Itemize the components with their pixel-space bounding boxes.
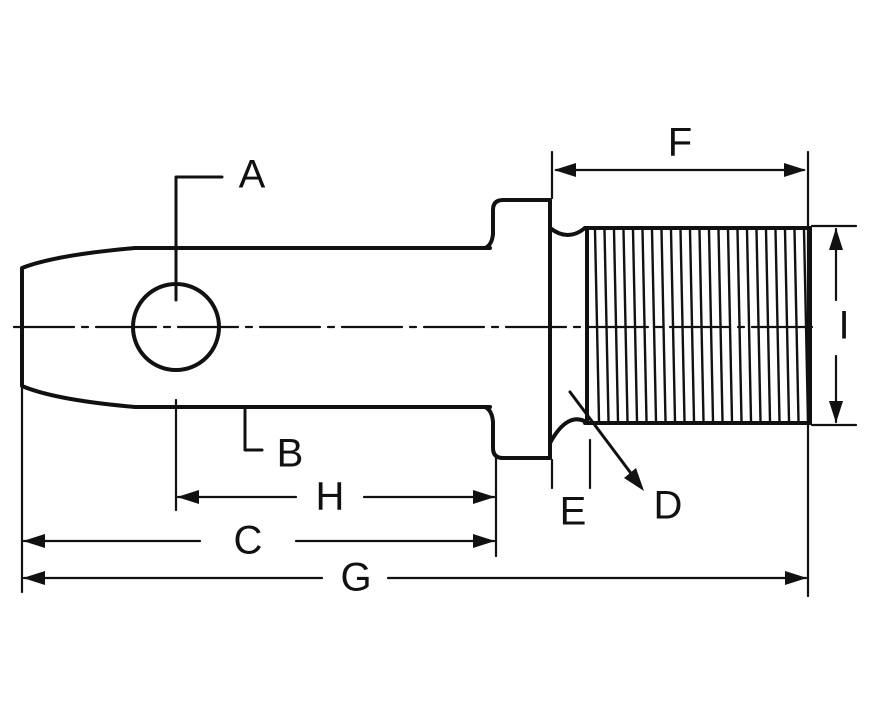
thread-line xyxy=(650,229,658,422)
dimension-g xyxy=(22,571,808,585)
label-f: F xyxy=(668,121,692,165)
relief-groove-bottom xyxy=(548,417,590,445)
thread-line xyxy=(612,229,620,422)
leader-a xyxy=(174,175,224,302)
label-g: G xyxy=(340,556,371,600)
dimension-h xyxy=(176,490,496,504)
extension-lines xyxy=(20,150,858,598)
thread-line xyxy=(783,229,791,422)
thread-lines xyxy=(593,229,810,422)
label-d: D xyxy=(654,484,683,528)
pin-body xyxy=(20,198,812,460)
thread-line xyxy=(764,229,772,422)
shank-outline xyxy=(20,246,492,409)
thread-line xyxy=(622,229,629,422)
thread-line xyxy=(717,229,724,422)
label-b: B xyxy=(277,432,304,476)
thread-line xyxy=(755,229,762,422)
relief-groove-top xyxy=(548,226,587,237)
collar-fillet-top xyxy=(483,232,495,250)
thread-line xyxy=(603,229,610,422)
leader-d xyxy=(568,390,644,491)
thread-line xyxy=(726,229,734,422)
thread-line xyxy=(669,229,677,422)
collar xyxy=(491,198,552,460)
thread-line xyxy=(641,229,648,422)
thread-line xyxy=(660,229,667,422)
dimension-i xyxy=(829,227,843,424)
label-i: I xyxy=(838,304,849,348)
thread-line xyxy=(688,229,696,422)
label-h: H xyxy=(316,475,345,519)
thread-line xyxy=(698,229,705,422)
thread-line xyxy=(736,229,743,422)
thread-line xyxy=(631,229,639,422)
label-c: C xyxy=(234,519,263,563)
dimension-c xyxy=(22,534,496,548)
thread-line xyxy=(707,229,715,422)
collar-fillet-bottom xyxy=(483,405,495,424)
thread-line xyxy=(593,229,601,422)
thread-line xyxy=(745,229,753,422)
leader-b xyxy=(243,408,264,452)
dimension-f xyxy=(554,163,806,177)
label-e: E xyxy=(560,490,587,534)
label-a: A xyxy=(239,153,266,197)
thread-line xyxy=(793,229,800,422)
thread-line xyxy=(679,229,686,422)
thread-line xyxy=(774,229,781,422)
